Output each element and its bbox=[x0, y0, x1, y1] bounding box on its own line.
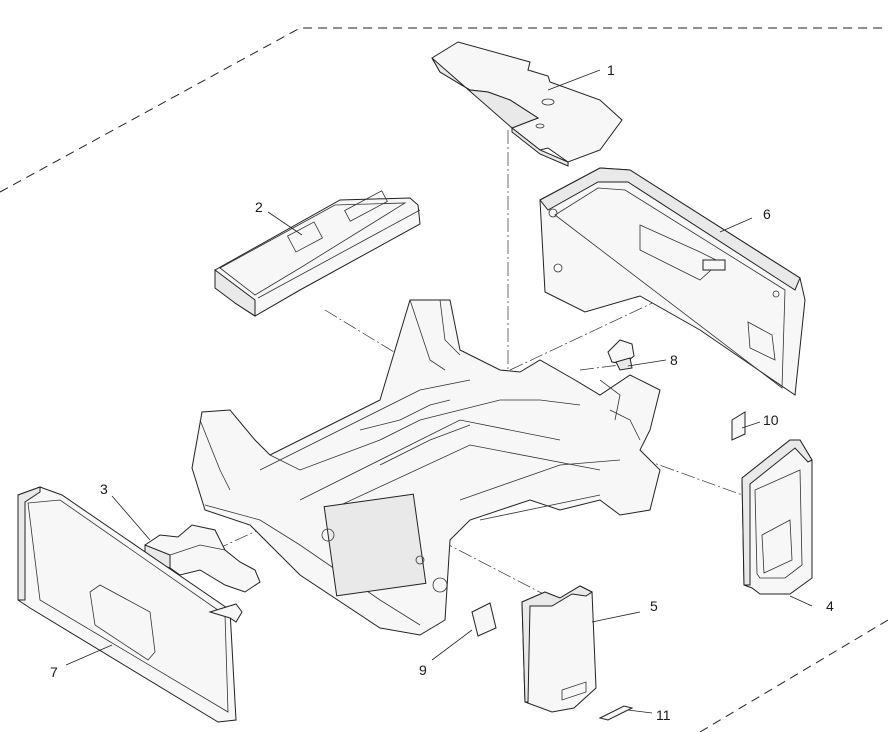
callout-9: 9 bbox=[419, 662, 427, 678]
part-6-side-cover bbox=[539, 167, 806, 396]
callout-4: 4 bbox=[826, 598, 834, 614]
callout-8: 8 bbox=[670, 352, 678, 368]
part-11-label-strip bbox=[598, 705, 634, 721]
part-2-control-box bbox=[214, 190, 421, 317]
part-8-bracket bbox=[607, 339, 635, 371]
part-10-sheet bbox=[731, 411, 746, 441]
callout-1: 1 bbox=[607, 62, 615, 78]
part-3-inner-bracket bbox=[144, 524, 261, 593]
part-7-front-cover bbox=[17, 486, 243, 723]
part-4-end-cover bbox=[741, 439, 813, 595]
part-1-shield-plate bbox=[431, 41, 623, 167]
part-5-side-door bbox=[521, 585, 597, 713]
dashed-boundary-top bbox=[0, 27, 888, 193]
main-chassis bbox=[191, 299, 661, 636]
callout-10: 10 bbox=[763, 412, 779, 428]
callout-11: 11 bbox=[656, 707, 671, 723]
leader-lines bbox=[65, 69, 813, 714]
dashed-boundary-bottom bbox=[699, 619, 888, 732]
callout-2: 2 bbox=[255, 199, 263, 215]
part-9-plate bbox=[471, 602, 497, 637]
callout-labels: 1 2 3 4 5 6 7 8 9 10 11 bbox=[50, 62, 834, 723]
callout-5: 5 bbox=[650, 598, 658, 614]
callout-3: 3 bbox=[100, 481, 108, 497]
callout-6: 6 bbox=[763, 206, 771, 222]
callout-7: 7 bbox=[50, 664, 58, 680]
